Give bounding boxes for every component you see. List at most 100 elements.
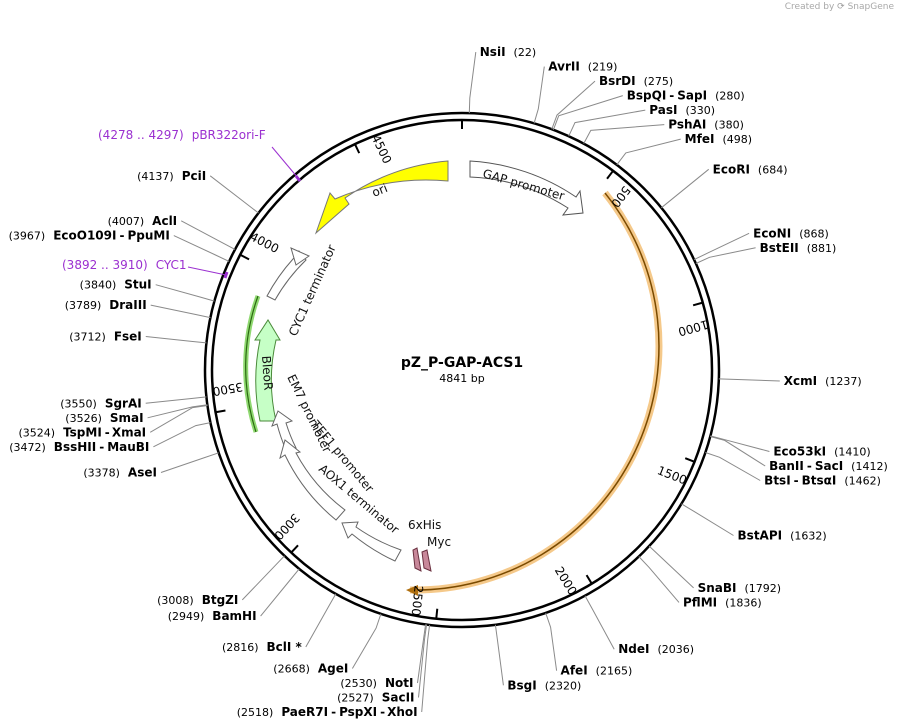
site-position: (3840)	[80, 279, 117, 292]
ori-arrow	[314, 160, 449, 235]
primer-cyc1-leader	[187, 266, 227, 276]
site-position: (1412)	[851, 460, 888, 473]
site-leader-line	[568, 109, 646, 137]
coordinate-tick	[239, 253, 250, 261]
restriction-site: (2530) NotI	[340, 624, 427, 690]
snapgene-logo-icon: ⟳	[837, 2, 845, 12]
site-position: (3472)	[9, 441, 46, 454]
site-leader-line	[660, 168, 710, 209]
site-position: (380)	[714, 119, 744, 132]
restriction-site: PasI(330)	[568, 103, 715, 137]
site-leader-line	[705, 452, 761, 481]
site-label: (4007)AclI	[108, 214, 178, 228]
site-position: (2668)	[273, 663, 310, 676]
restriction-site: (3378)AseI	[83, 452, 219, 479]
coordinate-tick-label: 1000	[677, 317, 710, 339]
primer-pbr322ori-leader	[271, 146, 299, 179]
site-label: (3550)SgrAI	[60, 396, 141, 410]
orf-highlight-arc	[409, 190, 663, 594]
site-position: (330)	[685, 104, 715, 117]
enzyme-name: NdeI	[618, 642, 649, 656]
sites-layer: NsiI(22)AvrII(219)BsrDI(275)BspQI-SapI(2…	[9, 45, 888, 719]
enzyme-name: PciI	[182, 169, 207, 183]
site-position: (2036)	[657, 643, 694, 656]
myc-arrow	[421, 549, 432, 572]
site-label: (3524)TspMI-XmaI	[18, 425, 146, 439]
coordinate-tick-label: 4000	[248, 229, 282, 256]
site-position: (1462)	[844, 475, 881, 488]
restriction-site: BtsI-BtsαI(1462)	[705, 452, 881, 488]
site-leader-line	[695, 247, 756, 264]
site-label: PasI(330)	[649, 103, 715, 117]
site-leader-line	[149, 405, 208, 433]
primer-cyc1-range: (3892 .. 3910)	[62, 258, 148, 272]
enzyme-separator: -	[105, 425, 110, 439]
restriction-site: BstEII (881)	[695, 241, 837, 264]
enzyme-name: BstEII	[760, 241, 799, 255]
restriction-site: (2949)BamHI	[168, 568, 300, 623]
site-label: (3840)StuI	[80, 278, 152, 292]
enzyme-name: EcoO109I	[53, 229, 116, 243]
site-position: (3008)	[157, 594, 194, 607]
site-leader-line	[145, 336, 207, 344]
enzyme-name: AvrII	[548, 60, 580, 74]
site-position: (1237)	[825, 375, 862, 388]
site-label: (2530) NotI	[340, 676, 413, 690]
enzyme-name: NsiI	[480, 45, 506, 59]
plasmid-name: pZ_P-GAP-ACS1	[401, 355, 523, 371]
site-leader-line	[494, 624, 504, 686]
enzyme-separator: -	[331, 705, 336, 719]
enzyme-name: PaeR7I	[281, 705, 328, 719]
site-leader-line	[552, 95, 623, 130]
site-label: (2527)SacII	[337, 691, 414, 705]
coordinate-tick	[684, 457, 695, 463]
site-leader-line	[583, 124, 665, 144]
restriction-site: (2816)BclI *	[222, 593, 337, 654]
restriction-site: (3524)TspMI-XmaI	[18, 405, 208, 439]
site-label: (3789)DraIII	[65, 298, 147, 312]
site-position: (1632)	[790, 530, 827, 543]
coordinate-tick-label: 2000	[552, 564, 580, 597]
enzyme-name: AgeI	[318, 662, 348, 676]
enzyme-name: BtgZI	[202, 593, 239, 607]
site-leader-line	[545, 612, 558, 671]
site-leader-line	[150, 304, 211, 319]
coordinate-tick-label: 2500	[409, 585, 426, 617]
sixhis-label: 6xHis	[408, 518, 441, 532]
enzyme-name: BstAPI	[738, 529, 783, 543]
site-position: (22)	[514, 46, 537, 59]
credit-prefix: Created by	[784, 2, 835, 12]
enzyme-name: BclI *	[267, 640, 303, 654]
site-label: (3712)FseI	[69, 330, 142, 344]
site-position: (2530)	[340, 677, 377, 690]
site-label: BsgI(2320)	[507, 678, 581, 692]
restriction-site: XcmI(1237)	[718, 374, 862, 388]
enzyme-name: BtsαI	[802, 474, 837, 488]
enzyme-name: TspMI	[63, 425, 102, 439]
site-position: (3967)	[9, 230, 46, 243]
site-position: (2518)	[237, 706, 274, 719]
site-position: (868)	[799, 227, 829, 240]
restriction-site: Eco53kI(1410)	[710, 435, 871, 459]
site-leader-line	[173, 235, 230, 262]
orf-highlight-line	[409, 192, 660, 591]
site-position: (881)	[807, 242, 837, 255]
enzyme-name: NotI	[385, 676, 414, 690]
site-label: BstAPI (1632)	[738, 529, 827, 543]
snapgene-credit: Created by ⟳ SnapGene	[785, 2, 894, 12]
site-leader-line	[417, 624, 427, 684]
coordinate-tick	[435, 608, 439, 619]
restriction-site: (4137)PciI	[137, 169, 259, 214]
restriction-site: (3967)EcoO109I-PpuMI	[9, 229, 230, 262]
restriction-site: (4007)AclI	[108, 214, 236, 250]
site-position: (1836)	[725, 596, 762, 609]
site-leader-line	[351, 613, 382, 669]
backbone-outer	[203, 111, 721, 629]
site-leader-line	[710, 436, 766, 467]
site-leader-line	[145, 396, 207, 404]
site-leader-line	[180, 220, 236, 250]
enzyme-name: PshAI	[668, 118, 706, 132]
bleor-label: BleoR	[259, 355, 275, 391]
restriction-site: (2518)PaeR7I-PspXI-XhoI	[237, 624, 431, 719]
